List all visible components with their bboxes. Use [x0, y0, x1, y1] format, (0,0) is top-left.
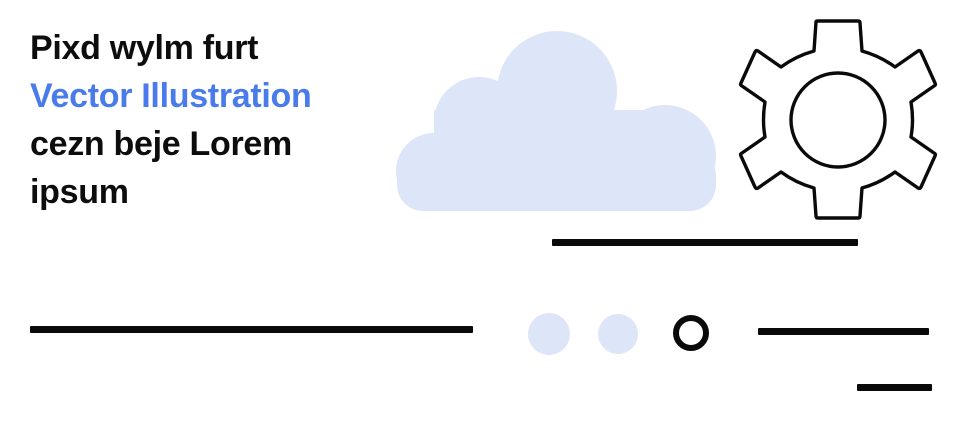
ring-outline — [673, 315, 709, 351]
headline-line-4: ipsum — [30, 173, 129, 211]
bar-bottom-left — [30, 326, 473, 333]
cloud-icon — [396, 31, 716, 211]
gear-icon — [738, 19, 938, 220]
dot-one — [528, 313, 570, 355]
dot-two — [598, 314, 638, 354]
headline-text-block: Pixd wylm furt Vector Illustration cezn … — [30, 24, 390, 216]
bar-bottom-right-short — [857, 384, 932, 391]
bar-bottom-right — [758, 328, 929, 335]
headline-line-3: cezn beje Lorem — [30, 125, 292, 163]
headline-line-2-accent: Vector Illustration — [30, 77, 312, 115]
bar-top-right — [552, 239, 858, 246]
headline-line-1: Pixd wylm furt — [30, 29, 259, 67]
